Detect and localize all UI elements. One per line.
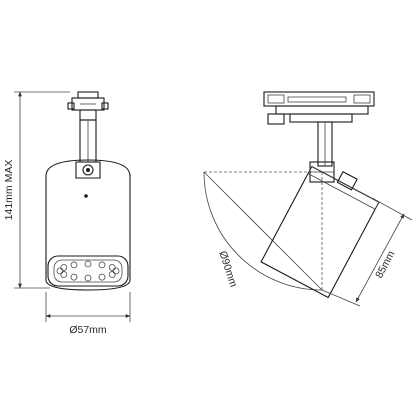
lens-dot [70, 261, 78, 269]
width-dimension-label: Ø57mm [69, 324, 107, 336]
lens-dot [112, 267, 120, 275]
lens-dot [108, 264, 116, 271]
lens-dot [84, 274, 92, 282]
lens-dot [108, 271, 116, 278]
height-dimension-label: 141mm MAX [3, 160, 15, 221]
side-track-adaptor [263, 91, 375, 125]
swing-dimension-label: Ø90mm [216, 249, 239, 288]
lens-dot [60, 264, 68, 271]
lens-dot [98, 273, 106, 281]
side-head [260, 165, 380, 299]
side-stem [317, 121, 333, 167]
front-view: 141mm MAX Ø57mm [3, 91, 131, 336]
lens-dot [98, 261, 106, 269]
front-knuckle [75, 161, 101, 179]
front-lens-ring [47, 255, 129, 287]
width-dimension: Ø57mm [45, 292, 131, 336]
lens-dot [70, 273, 78, 281]
swing-arc: Ø90mm [203, 171, 323, 291]
lens-dot [56, 267, 64, 275]
lens-dot [84, 260, 92, 268]
front-track-adaptor [67, 91, 109, 121]
lens-dot [60, 271, 68, 278]
front-body [45, 159, 131, 291]
front-stem [79, 119, 97, 163]
head-length-dimension: 85mm [321, 197, 413, 307]
side-view: Ø90mm 85mm [203, 91, 413, 307]
height-dimension: 141mm MAX [3, 91, 70, 289]
